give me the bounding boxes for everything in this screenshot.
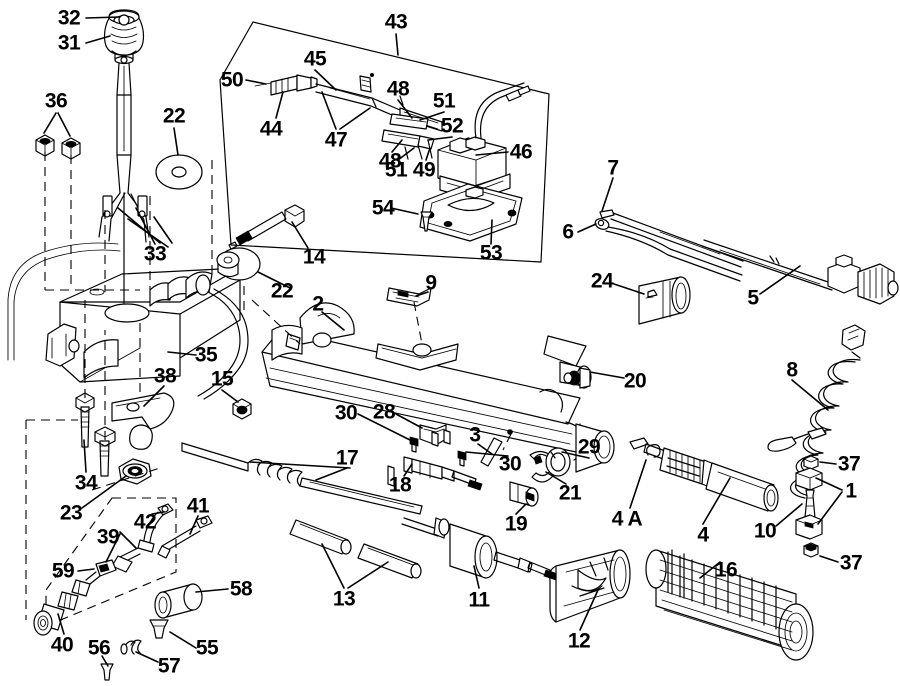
part-35-housing-block — [7, 242, 249, 400]
callout-39: 39 — [96, 525, 120, 549]
callout-13: 13 — [332, 587, 356, 611]
callout-23: 23 — [59, 501, 83, 525]
part-2-handle-tube — [261, 302, 615, 473]
callout-30-lower: 30 — [498, 452, 522, 476]
callout-22-lower: 22 — [270, 279, 294, 303]
part-4-throttle-shaft — [629, 437, 779, 512]
callout-45: 45 — [303, 47, 327, 71]
callout-38: 38 — [153, 364, 177, 388]
callout-44: 44 — [259, 117, 283, 141]
part-16-knurled-grip — [645, 549, 814, 661]
callout-50: 50 — [220, 68, 244, 92]
callout-37-upper: 37 — [837, 452, 861, 476]
callout-2: 2 — [312, 292, 324, 316]
part-58-55-56-57-small-parts — [100, 583, 203, 681]
part-9-retaining-clip — [386, 287, 432, 345]
part-48-51-49-52-terminals — [381, 113, 435, 160]
callout-47: 47 — [324, 128, 348, 152]
part-18-28-30-3-inner-parts — [403, 424, 513, 491]
callout-31: 31 — [57, 31, 81, 55]
callout-51-upper: 51 — [432, 89, 456, 113]
callout-leader-lines — [43, 16, 843, 667]
part-24-bushing — [638, 276, 691, 325]
part-53-mounting-bezel — [419, 183, 523, 242]
callout-11: 11 — [468, 588, 490, 612]
callout-21: 21 — [558, 481, 582, 505]
callout-1: 1 — [845, 479, 857, 503]
part-31-32-knob-assembly — [98, 9, 150, 304]
callout-18: 18 — [388, 473, 412, 497]
callout-5: 5 — [747, 286, 759, 310]
part-1-10-37-fasteners — [795, 455, 823, 558]
part-13-11-sleeves — [289, 517, 559, 581]
part-17-inner-shaft — [181, 442, 423, 515]
alignment-dashes — [25, 152, 301, 620]
callout-42: 42 — [133, 510, 157, 534]
part-19-21-29-end-parts — [509, 447, 571, 507]
callout-48-upper: 48 — [386, 77, 410, 101]
part-12-grip-sleeve — [549, 549, 631, 623]
part-45-clip — [359, 73, 374, 93]
callout-19: 19 — [504, 512, 528, 536]
callout-4: 4 — [697, 523, 709, 547]
callout-20: 20 — [623, 369, 647, 393]
callout-35: 35 — [194, 343, 218, 367]
part-22-grommet-upper — [155, 154, 203, 190]
part-36-lock-nuts — [35, 134, 81, 160]
callout-40: 40 — [50, 633, 74, 657]
callout-49: 49 — [412, 158, 436, 182]
part-39-41-42-59-40-leads — [33, 497, 213, 636]
callout-57: 57 — [157, 654, 181, 678]
callout-55: 55 — [195, 636, 219, 660]
part-44-50-connector — [254, 74, 318, 96]
callout-34: 34 — [74, 471, 98, 495]
callout-43: 43 — [384, 10, 408, 34]
callout-59: 59 — [51, 559, 75, 583]
part-5-6-7-cable-assembly — [594, 209, 899, 305]
part-15-nut — [232, 398, 252, 420]
callout-48-lower: 48 — [378, 149, 402, 173]
callout-56: 56 — [87, 636, 111, 660]
callout-29: 29 — [577, 435, 601, 459]
callout-9: 9 — [425, 271, 437, 295]
callout-41: 41 — [186, 494, 210, 518]
callout-53: 53 — [479, 241, 503, 265]
callout-22-upper: 22 — [162, 104, 186, 128]
callout-36: 36 — [44, 89, 68, 113]
part-20-fitting — [543, 335, 592, 389]
callout-7: 7 — [607, 156, 619, 180]
part-54-screw — [420, 211, 433, 232]
callout-16: 16 — [714, 558, 738, 582]
callout-30-upper: 30 — [334, 401, 358, 425]
callout-10: 10 — [753, 519, 777, 543]
callout-8: 8 — [786, 358, 798, 382]
callout-15: 15 — [210, 367, 234, 391]
callout-12: 12 — [567, 629, 591, 653]
callout-46: 46 — [509, 140, 533, 164]
callout-54: 54 — [371, 196, 395, 220]
callout-6: 6 — [562, 220, 574, 244]
part-8-coiled-lanyard — [767, 324, 866, 499]
callout-3: 3 — [469, 423, 481, 447]
callout-24: 24 — [590, 269, 614, 293]
callout-14: 14 — [302, 245, 326, 269]
part-43-harness-group-outline — [219, 21, 550, 263]
callout-32: 32 — [57, 6, 81, 30]
callout-4a: 4 A — [611, 507, 643, 531]
part-22-grommet-lower — [216, 247, 261, 281]
part-33-leaders — [117, 207, 173, 248]
callout-52: 52 — [440, 114, 464, 138]
part-14-bolt — [228, 204, 305, 250]
callout-17: 17 — [335, 446, 359, 470]
part-38-bracket — [111, 392, 175, 450]
callout-58: 58 — [229, 577, 253, 601]
callout-28: 28 — [372, 400, 396, 424]
callout-37-lower: 37 — [839, 551, 863, 575]
callout-33: 33 — [143, 242, 167, 266]
callout-51-lower: 51 — [384, 158, 408, 182]
